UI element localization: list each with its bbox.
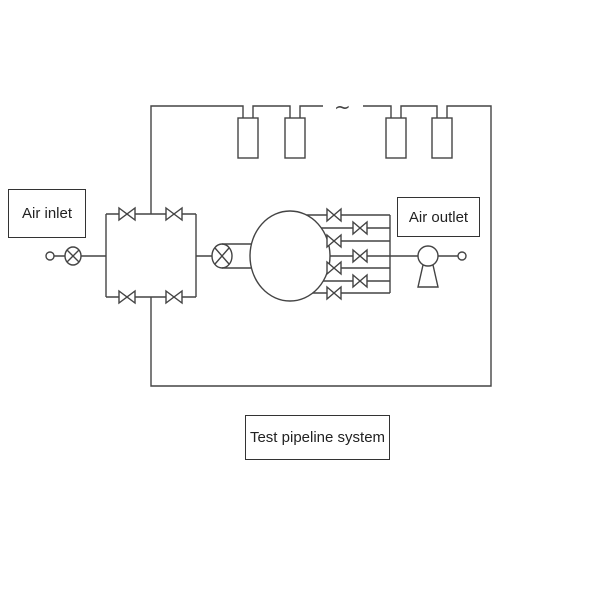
gate-valve: [352, 273, 368, 289]
inlet-port: [45, 251, 55, 261]
gate-valve: [326, 260, 342, 276]
outlet-port: [457, 251, 467, 261]
cylinder-4: [431, 117, 453, 159]
branch-lines: [306, 207, 390, 301]
inlet-valve: [64, 246, 82, 266]
bypass-pipes: [105, 213, 212, 298]
gate-valves-left: [118, 206, 183, 305]
pump-icon: [417, 245, 439, 288]
air-inlet-label: Air inlet: [8, 189, 86, 238]
cylinder-1: [237, 117, 259, 159]
air-outlet-label: Air outlet: [397, 197, 480, 237]
flow-meter: [211, 243, 256, 269]
system-label: Test pipeline system: [245, 415, 390, 460]
gate-valve: [326, 207, 342, 223]
gate-valve: [352, 248, 368, 264]
cylinder-3: [385, 117, 407, 159]
gate-valve: [326, 233, 342, 249]
pressure-tank: [249, 210, 331, 302]
cylinder-2: [284, 117, 306, 159]
loop-pipe: [150, 105, 492, 387]
gate-valve: [326, 285, 342, 301]
gate-valve: [352, 220, 368, 236]
ac-source-symbol: ~: [334, 95, 351, 119]
